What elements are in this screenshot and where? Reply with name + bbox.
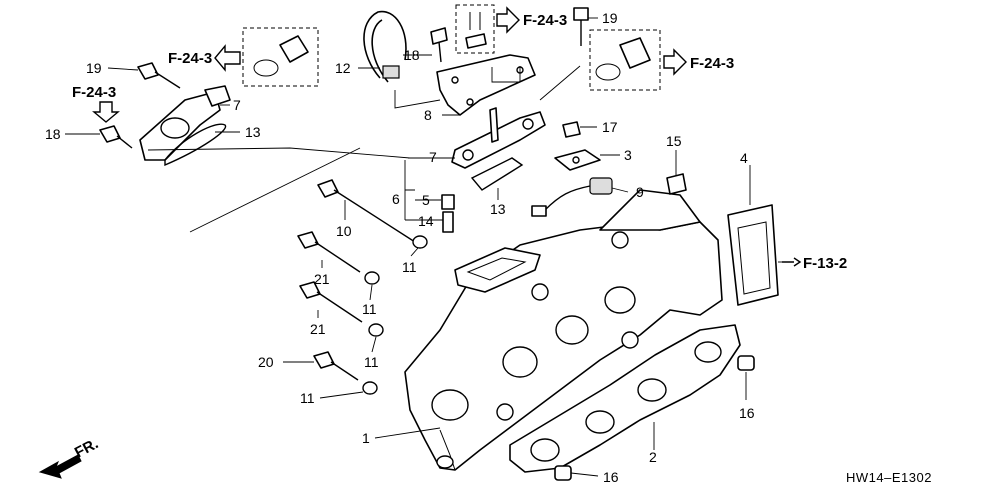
callout-21: 21 xyxy=(310,321,326,337)
callout-9: 9 xyxy=(636,184,644,200)
ref-arrow-f24-right xyxy=(663,48,687,76)
water-cover-right xyxy=(451,107,546,169)
callout-17: 17 xyxy=(602,119,618,135)
exhaust-manifold xyxy=(404,189,723,471)
nut-15 xyxy=(666,173,687,195)
water-cover-left xyxy=(139,85,231,161)
bolt-21-lower xyxy=(299,281,363,323)
ref-arrow-f24-left2 xyxy=(92,101,120,123)
callout-5: 5 xyxy=(422,192,430,208)
bolt-21-upper xyxy=(297,231,361,273)
leader-lines xyxy=(65,17,790,477)
bolt-20 xyxy=(313,351,359,381)
callout-10: 10 xyxy=(336,223,352,239)
callout-4: 4 xyxy=(740,150,748,166)
callout-7: 7 xyxy=(233,97,241,113)
callout-2: 2 xyxy=(649,449,657,465)
bolt-10 xyxy=(317,179,416,243)
bolt-18-top xyxy=(430,27,448,63)
ref-f-13-2: F-13-2 xyxy=(803,255,847,272)
bracket-plate xyxy=(436,54,536,116)
callout-21: 21 xyxy=(314,271,330,287)
callout-3: 3 xyxy=(624,147,632,163)
sensor xyxy=(531,177,613,217)
o-ring-center xyxy=(470,157,524,191)
bolt-17 xyxy=(562,121,581,138)
diagram-code: HW14–E1302 xyxy=(846,470,932,485)
front-direction-arrow: FR. xyxy=(38,435,101,479)
ref-f-24-3: F-24-3 xyxy=(523,12,567,29)
manifold-gasket xyxy=(509,324,741,473)
callout-13: 13 xyxy=(245,124,261,140)
collar-5 xyxy=(441,194,455,210)
callout-12: 12 xyxy=(335,60,351,76)
callout-20: 20 xyxy=(258,354,274,370)
bolt-18-left xyxy=(99,125,133,149)
callout-8: 8 xyxy=(424,107,432,123)
flange-gasket xyxy=(727,204,779,306)
ref-f-24-3: F-24-3 xyxy=(168,50,212,67)
callout-18: 18 xyxy=(45,126,61,142)
washer-11a xyxy=(412,235,428,249)
washer-11d xyxy=(362,381,378,395)
dowel-16b xyxy=(554,465,572,481)
ref-arrow-f13 xyxy=(782,257,802,267)
callout-19: 19 xyxy=(602,10,618,26)
callout-11: 11 xyxy=(362,301,377,317)
callout-7: 7 xyxy=(429,149,437,165)
hose-band xyxy=(363,10,407,83)
flange-plate xyxy=(554,149,601,171)
ref-arrow-f24-top xyxy=(496,6,520,34)
callout-16: 16 xyxy=(739,405,755,421)
bolt-14 xyxy=(442,211,454,233)
clip-assembly-top xyxy=(455,4,495,54)
callout-14: 14 xyxy=(418,213,434,229)
ref-f-24-3: F-24-3 xyxy=(72,84,116,101)
callout-18: 18 xyxy=(404,47,420,63)
callout-6: 6 xyxy=(392,191,400,207)
callout-15: 15 xyxy=(666,133,682,149)
washer-11c xyxy=(368,323,384,337)
bolt-19-top xyxy=(573,7,589,46)
callout-11: 11 xyxy=(402,259,417,275)
ref-f-24-3: F-24-3 xyxy=(690,55,734,72)
washer-11b xyxy=(364,271,380,285)
ref-arrow-f24-left xyxy=(214,44,241,72)
callout-labels: 19 F-24-3 F-24-3 18 7 13 12 18 F-24-3 19… xyxy=(45,10,847,485)
bolt-19-left xyxy=(137,62,181,89)
o-ring-left xyxy=(164,123,227,167)
callout-11: 11 xyxy=(364,354,379,370)
callout-13: 13 xyxy=(490,201,506,217)
dowel-16a xyxy=(737,355,755,371)
callout-16: 16 xyxy=(603,469,619,485)
callout-1: 1 xyxy=(362,430,370,446)
callout-11: 11 xyxy=(300,390,315,406)
hose-assembly-right xyxy=(589,29,661,91)
callout-19: 19 xyxy=(86,60,102,76)
hose-assembly-left xyxy=(242,27,319,87)
